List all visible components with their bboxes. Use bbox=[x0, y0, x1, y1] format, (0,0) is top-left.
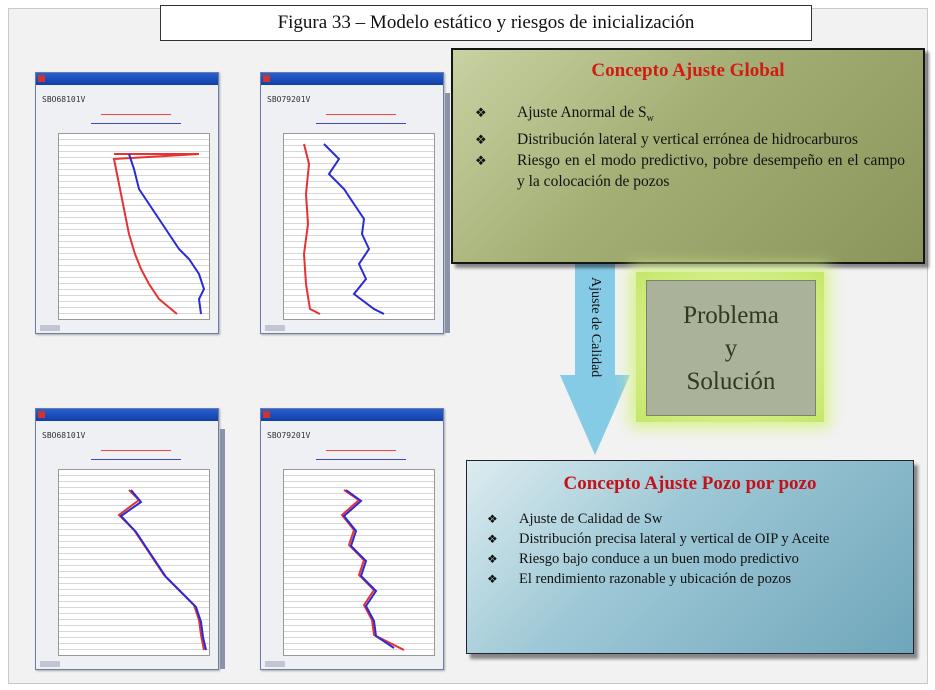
diamond-bullet-icon: ❖ bbox=[475, 105, 487, 120]
track-header bbox=[81, 109, 191, 131]
list-item: ❖El rendimiento razonable y ubicación de… bbox=[487, 571, 792, 587]
global-adjust-box: Concepto Ajuste Global ❖ Ajuste Anormal … bbox=[451, 48, 925, 264]
well-adjust-list: ❖Ajuste de Calidad de Sw ❖Distribución p… bbox=[467, 509, 913, 589]
well-adjust-box: Concepto Ajuste Pozo por pozo ❖Ajuste de… bbox=[466, 460, 914, 654]
problem-solution-line3: Solución bbox=[686, 367, 776, 395]
status-bar bbox=[40, 325, 60, 331]
window-titlebar bbox=[261, 409, 443, 421]
log-curves bbox=[340, 489, 405, 651]
log-curves bbox=[117, 489, 207, 651]
well-name: SBO79201V bbox=[267, 95, 311, 104]
log-curves bbox=[112, 153, 206, 315]
log-window-adjusted-right: SBO79201V bbox=[260, 408, 444, 670]
figure-title: Figura 33 – Modelo estático y riesgos de… bbox=[160, 5, 812, 41]
diamond-bullet-icon: ❖ bbox=[487, 532, 498, 546]
well-name: SBO68101V bbox=[42, 95, 86, 104]
status-bar bbox=[40, 661, 60, 667]
track-header bbox=[306, 109, 416, 131]
window-titlebar bbox=[36, 409, 218, 421]
problem-solution-panel: Problema y Solución bbox=[646, 280, 816, 416]
log-window-initial-left: SBO68101V bbox=[35, 72, 219, 334]
window-titlebar bbox=[36, 73, 218, 85]
list-item: ❖ Distribución lateral y vertical erróne… bbox=[475, 131, 858, 149]
curve-red bbox=[302, 143, 321, 315]
track-header bbox=[81, 445, 191, 467]
curve-blue bbox=[323, 143, 385, 315]
status-bar bbox=[265, 661, 285, 667]
problem-solution-line1: Problema bbox=[683, 301, 779, 329]
diamond-bullet-icon: ❖ bbox=[487, 512, 498, 526]
log-track bbox=[283, 133, 435, 320]
curve-blue bbox=[128, 153, 206, 315]
curve-blue bbox=[119, 489, 207, 651]
log-track bbox=[58, 469, 210, 656]
log-window-adjusted-left: SBO68101V bbox=[35, 408, 225, 670]
curve-blue bbox=[342, 489, 395, 649]
window-titlebar bbox=[261, 73, 443, 85]
app-icon bbox=[38, 75, 45, 82]
global-adjust-list: ❖ Ajuste Anormal de Sw ❖ Distribución la… bbox=[453, 102, 923, 192]
app-icon bbox=[263, 75, 270, 82]
problem-solution-box: Problema y Solución bbox=[636, 272, 824, 422]
list-item: ❖ Riesgo en el modo predictivo, pobre de… bbox=[475, 152, 905, 191]
list-item: ❖Ajuste de Calidad de Sw bbox=[487, 511, 663, 527]
log-track bbox=[58, 133, 210, 320]
list-item: ❖Distribución precisa lateral y vertical… bbox=[487, 531, 830, 547]
curve-red bbox=[112, 153, 200, 315]
log-curves bbox=[302, 143, 385, 315]
list-item: ❖Riesgo bajo conduce a un buen modo pred… bbox=[487, 551, 799, 567]
log-track bbox=[283, 469, 435, 656]
window-edge bbox=[445, 93, 450, 333]
window-edge bbox=[220, 429, 225, 669]
track-header bbox=[306, 445, 416, 467]
log-window-initial-right: SBO79201V bbox=[260, 72, 450, 334]
diamond-bullet-icon: ❖ bbox=[475, 132, 487, 148]
arrow-label: Ajuste de Calidad bbox=[588, 276, 603, 378]
app-icon bbox=[263, 411, 270, 418]
list-item: ❖ Ajuste Anormal de Sw bbox=[475, 104, 654, 125]
status-bar bbox=[265, 325, 285, 331]
app-icon bbox=[38, 411, 45, 418]
global-adjust-title: Concepto Ajuste Global bbox=[591, 60, 785, 81]
diamond-bullet-icon: ❖ bbox=[475, 153, 487, 169]
quality-arrow bbox=[560, 255, 630, 455]
diamond-bullet-icon: ❖ bbox=[487, 572, 498, 586]
well-adjust-title: Concepto Ajuste Pozo por pozo bbox=[563, 473, 817, 494]
well-name: SBO79201V bbox=[267, 431, 311, 440]
curve-red bbox=[340, 489, 405, 651]
diamond-bullet-icon: ❖ bbox=[487, 552, 498, 566]
well-name: SBO68101V bbox=[42, 431, 86, 440]
problem-solution-line2: y bbox=[724, 334, 738, 362]
